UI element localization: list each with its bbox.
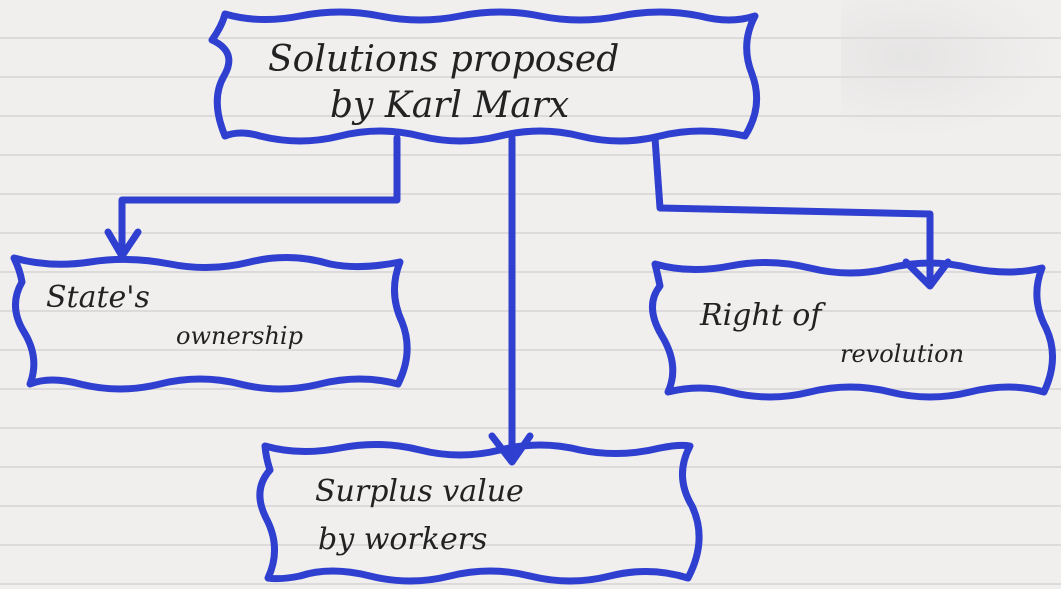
right-of-revolution-line2: revolution [840, 340, 965, 368]
surplus-value-line2: by workers [318, 522, 488, 557]
connector-left [118, 134, 401, 254]
arrowhead-left [104, 228, 142, 260]
arrowhead-middle [488, 432, 534, 466]
surplus-value-node-box [256, 440, 703, 585]
surplus-value-line1: Surplus value [315, 474, 524, 509]
root-node-line1: Solutions proposed [268, 39, 620, 80]
state-ownership-node-box [10, 254, 411, 393]
root-node-line2: by Karl Marx [330, 85, 570, 126]
root-node-box [208, 8, 761, 145]
right-of-revolution-node-box [649, 258, 1057, 401]
right-of-revolution-line1: Right of [700, 298, 822, 333]
connector-right [651, 134, 934, 286]
paper-smudge [841, 0, 1061, 140]
state-ownership-line1: State's [46, 280, 150, 315]
arrowhead-right [902, 258, 952, 290]
state-ownership-line2: ownership [176, 322, 303, 350]
